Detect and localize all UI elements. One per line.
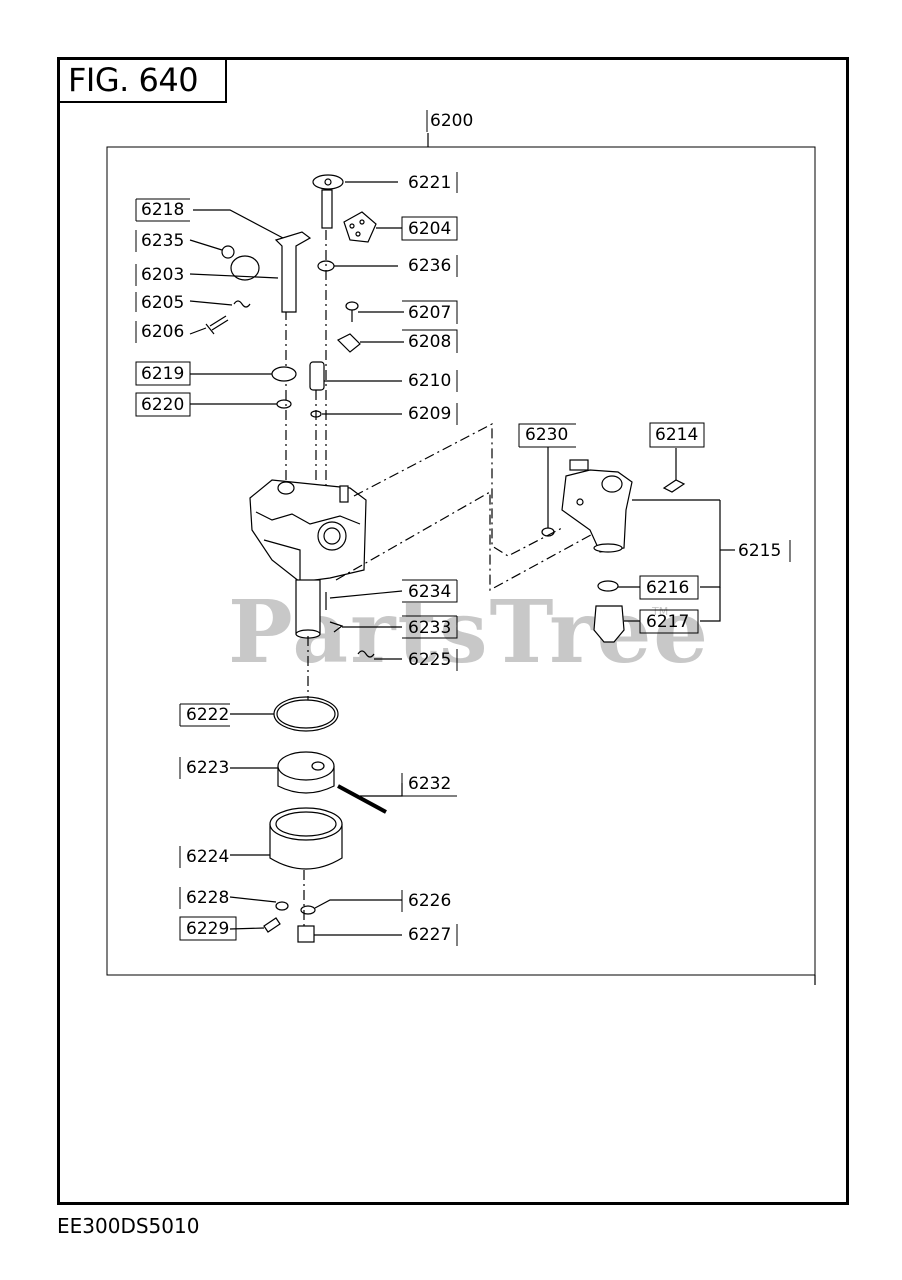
callout-6206: 6206 — [141, 322, 185, 342]
callout-6205: 6205 — [141, 293, 185, 313]
throttle-plate-part — [343, 211, 402, 243]
callout-6204: 6204 — [408, 219, 452, 239]
callout-6209: 6209 — [408, 404, 452, 424]
callout-6236: 6236 — [408, 256, 452, 276]
fuel-valve-part — [561, 459, 720, 553]
callout-6214: 6214 — [655, 425, 699, 445]
callout-6210: 6210 — [408, 371, 452, 391]
callout-6219: 6219 — [141, 364, 185, 384]
callout-6220: 6220 — [141, 395, 185, 415]
carburetor-body-part — [249, 479, 367, 639]
callout-6216: 6216 — [646, 578, 690, 598]
gasket-ring-part — [230, 696, 339, 732]
float-part — [230, 751, 335, 794]
callout-6203: 6203 — [141, 265, 185, 285]
footer-code: EE300DS5010 — [57, 1214, 200, 1238]
needle-jet-part — [309, 361, 402, 391]
callout-6208: 6208 — [408, 332, 452, 352]
choke-lever-part — [193, 209, 312, 313]
callout-6229: 6229 — [186, 919, 230, 939]
callout-6226: 6226 — [408, 891, 452, 911]
callout-6224: 6224 — [186, 847, 230, 867]
callout-6234: 6234 — [408, 582, 452, 602]
throttle-shaft-part — [312, 174, 398, 229]
callout-6225: 6225 — [408, 650, 452, 670]
callout-6207: 6207 — [408, 303, 452, 323]
float-bowl-part — [230, 807, 343, 930]
callout-6217: 6217 — [646, 612, 690, 632]
screw-6207-part — [345, 301, 404, 322]
assembly-outline — [106, 146, 816, 976]
figure-title-box — [57, 57, 227, 103]
callout-6233: 6233 — [408, 618, 452, 638]
callout-6232: 6232 — [408, 774, 452, 794]
page-frame — [57, 57, 849, 1205]
callout-6221: 6221 — [408, 173, 452, 193]
callout-6228: 6228 — [186, 888, 230, 908]
callout-6230: 6230 — [525, 425, 569, 445]
assembly-label-6200: 6200 — [430, 111, 474, 131]
callout-6227: 6227 — [408, 925, 452, 945]
callout-6235: 6235 — [141, 231, 185, 251]
callout-6223: 6223 — [186, 758, 230, 778]
figure-title: FIG. 640 — [68, 61, 199, 99]
callout-6215: 6215 — [738, 541, 782, 561]
callout-6218: 6218 — [141, 200, 185, 220]
callout-6222: 6222 — [186, 705, 230, 725]
